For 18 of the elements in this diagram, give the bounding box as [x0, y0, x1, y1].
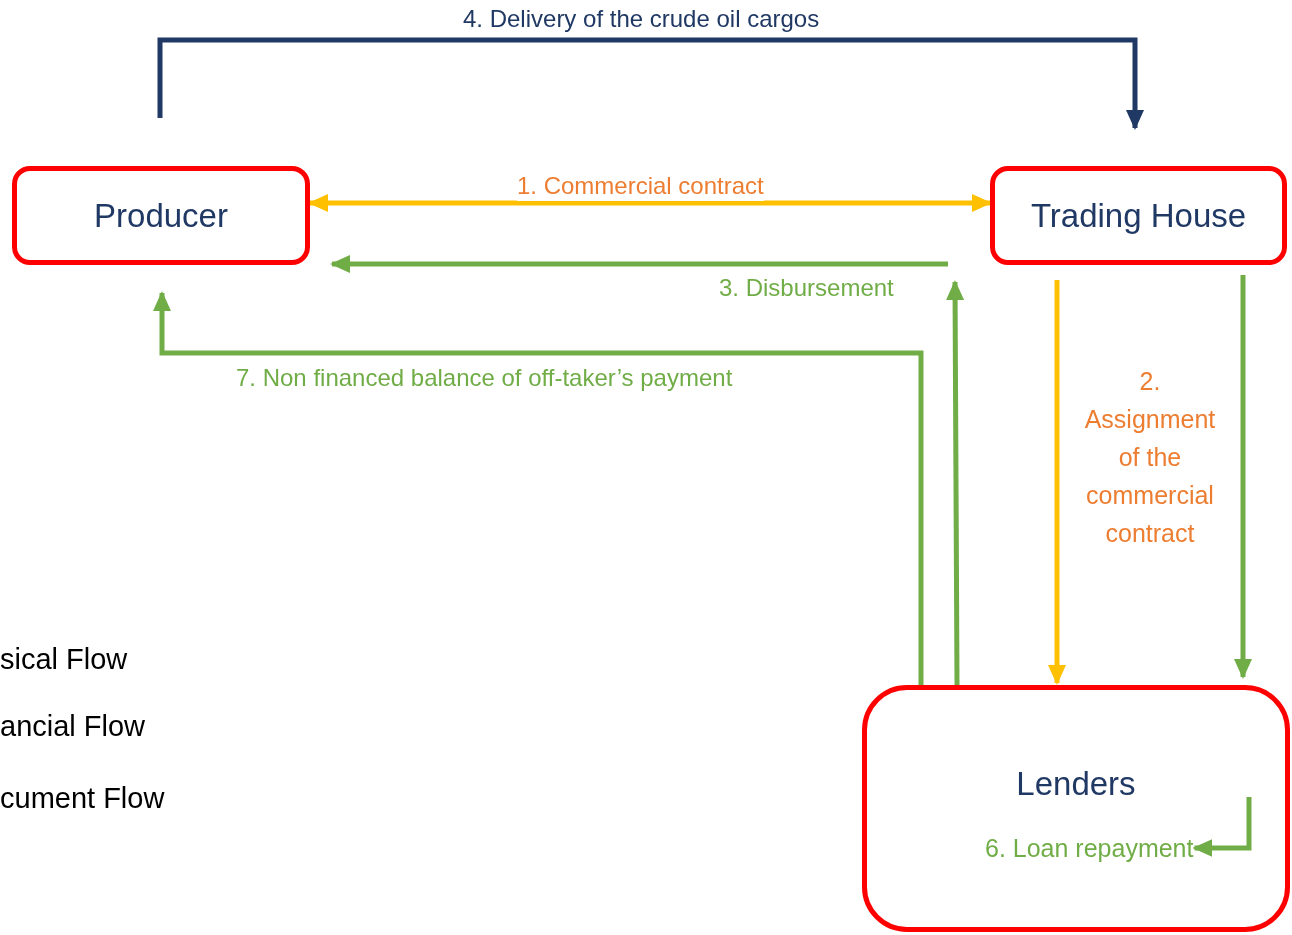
arrow [153, 291, 924, 685]
arrow [1234, 275, 1252, 679]
entity-box [990, 166, 1287, 265]
arrow [308, 194, 992, 212]
entity-name: Producer [94, 196, 228, 235]
arrow [330, 255, 948, 273]
arrow [157, 37, 1144, 130]
entity-box [862, 685, 1290, 932]
entity-name: Trading House [1030, 196, 1247, 235]
flow-label: 6. Loan repayment [985, 830, 1194, 866]
legend-text: cument Flow [0, 782, 165, 815]
legend-text: ancial Flow [0, 710, 146, 743]
entity-name: Lenders [1016, 765, 1136, 803]
arrow [946, 280, 965, 685]
arrow [1192, 797, 1252, 857]
legend-text: sical Flow [0, 643, 128, 676]
arrow [1048, 280, 1066, 685]
entity-box [12, 166, 310, 265]
